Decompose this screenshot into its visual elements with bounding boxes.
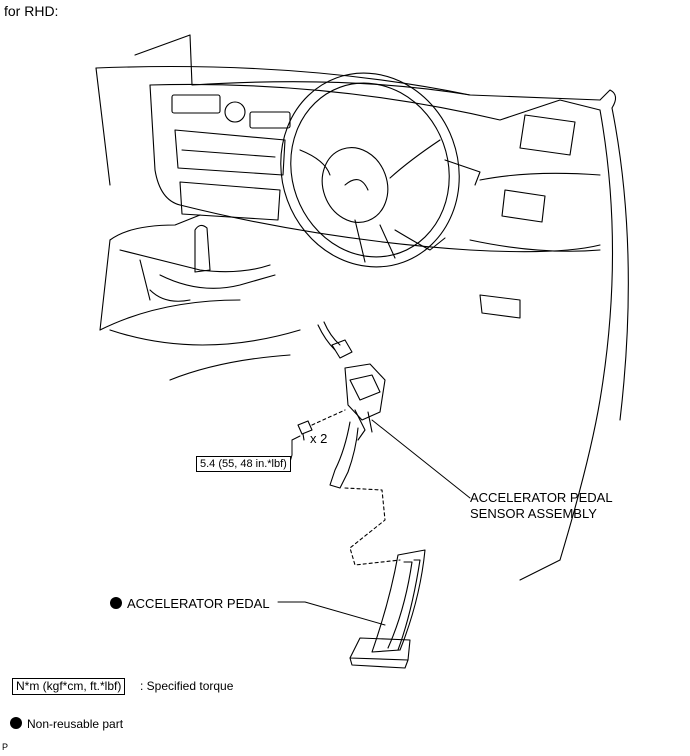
legend-nonreusable: Non-reusable part: [10, 717, 123, 732]
footer-code: P: [2, 742, 9, 752]
legend-torque-desc: : Specified torque: [140, 679, 234, 693]
legend-dot-icon: [10, 717, 22, 729]
non-reusable-dot-icon: [110, 597, 122, 609]
sensor-assembly-label-line2: SENSOR ASSEMBLY: [470, 506, 597, 521]
variant-label: for RHD:: [4, 3, 59, 19]
accelerator-pedal-label: ACCELERATOR PEDAL: [110, 596, 270, 611]
legend-torque-unit: N*m (kgf*cm, ft.*lbf): [12, 678, 126, 695]
accelerator-pedal-text: ACCELERATOR PEDAL: [127, 596, 270, 611]
sensor-assembly-label-line1: ACCELERATOR PEDAL: [470, 490, 613, 505]
torque-spec-box: 5.4 (55, 48 in.*lbf): [196, 456, 291, 472]
quantity-label: x 2: [310, 431, 328, 446]
legend-nonreusable-text: Non-reusable part: [27, 717, 124, 731]
